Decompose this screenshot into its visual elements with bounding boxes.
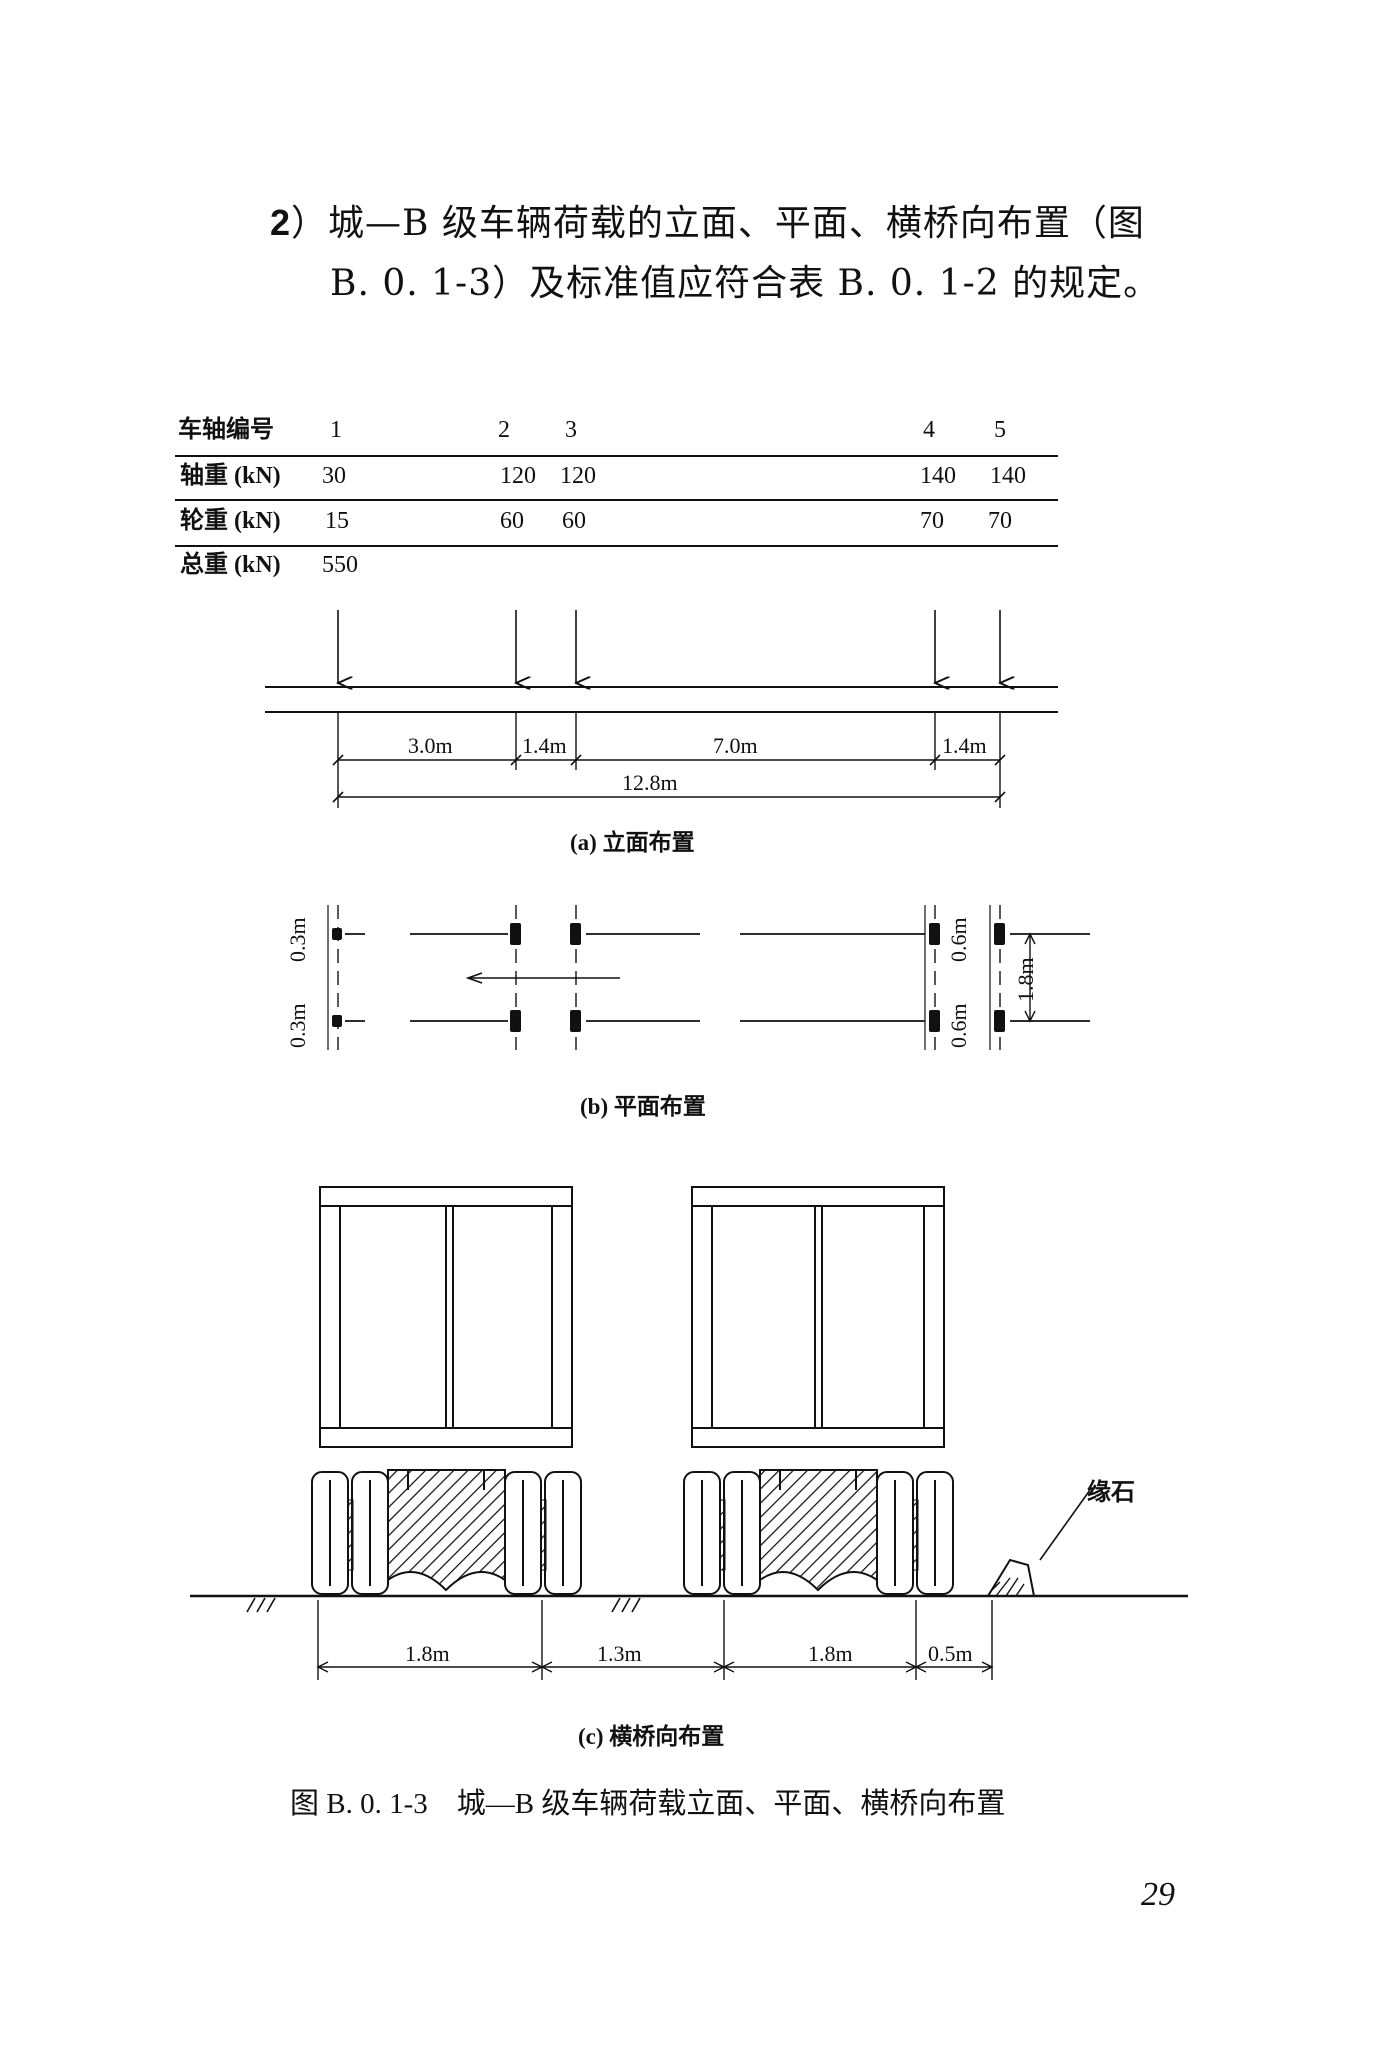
- tire-footprint: [510, 1010, 521, 1032]
- curb-label: 缘石: [1087, 1478, 1135, 1506]
- wheel-weight-5: 70: [988, 508, 1012, 534]
- axle-weight-5: 140: [990, 463, 1026, 489]
- tire-footprint: [929, 1010, 940, 1032]
- total-weight-value: 550: [322, 552, 358, 578]
- axle-weight-4: 140: [920, 463, 956, 489]
- section-number: 2: [270, 202, 292, 243]
- wheel-weight-4: 70: [920, 508, 944, 534]
- plan-dim-0-3m-bottom: 0.3m: [285, 1003, 310, 1048]
- row-total-weight-label: 总重 (kN): [180, 550, 281, 578]
- transverse-diagram: [190, 1186, 1188, 1680]
- tire-footprint: [332, 1015, 342, 1027]
- axle-load-table: 车轴编号 1 2 3 4 5 轴重 (kN) 30 120 120 140 14…: [175, 415, 1058, 578]
- tire-footprint: [510, 923, 521, 945]
- wheel-weight-3: 60: [562, 508, 586, 534]
- figure-caption: 图 B. 0. 1-3 城—B 级车辆荷载立面、平面、横桥向布置: [290, 1787, 1005, 1820]
- section-text-line2: B. 0. 1-3）及标准值应符合表 B. 0. 1-2 的规定。: [330, 253, 1160, 315]
- axle-number-1: 1: [330, 417, 342, 443]
- page-number: 29: [1141, 1876, 1175, 1913]
- trans-dim-1-3m: 1.3m: [597, 1641, 642, 1666]
- plan-dim-0-3m-top: 0.3m: [285, 917, 310, 962]
- plan-dim-0-6m-top: 0.6m: [946, 917, 971, 962]
- tire-footprint: [994, 923, 1005, 945]
- axle-number-3: 3: [565, 417, 577, 443]
- axle-number-2: 2: [498, 417, 510, 443]
- ground-hatch: [246, 1597, 641, 1613]
- elev-dim-1-4m-b: 1.4m: [942, 733, 987, 758]
- axle-weight-2: 120: [500, 463, 536, 489]
- curb-leader: [1039, 1489, 1091, 1561]
- plan-dim-1-8m: 1.8m: [1013, 957, 1038, 1002]
- axle-number-5: 5: [994, 417, 1006, 443]
- table-header-label: 车轴编号: [178, 415, 274, 443]
- axle-weight-3: 120: [560, 463, 596, 489]
- wheel-weight-2: 60: [500, 508, 524, 534]
- trans-dim-1-8m-a: 1.8m: [405, 1641, 450, 1666]
- elev-dim-1-4m-a: 1.4m: [522, 733, 567, 758]
- vehicle-left: [311, 1186, 582, 1595]
- vehicle-right: [683, 1186, 954, 1595]
- section-line1: ）城—B 级车辆荷载的立面、平面、横桥向布置（图: [291, 203, 1145, 244]
- trans-dim-1-8m-b: 1.8m: [808, 1641, 853, 1666]
- axle-weight-1: 30: [322, 463, 346, 489]
- tire-footprint: [332, 928, 342, 940]
- elev-dim-7-0m: 7.0m: [713, 733, 758, 758]
- elev-dim-3-0m: 3.0m: [408, 733, 453, 758]
- plan-caption: (b) 平面布置: [580, 1093, 706, 1119]
- row-wheel-weight-label: 轮重 (kN): [180, 506, 281, 534]
- section-text-line1: 2）城—B 级车辆荷载的立面、平面、横桥向布置（图: [270, 192, 1145, 255]
- elevation-diagram: [265, 610, 1058, 808]
- tire-footprint: [994, 1010, 1005, 1032]
- curb: [987, 1558, 1035, 1597]
- tire-footprint: [570, 923, 581, 945]
- axle-number-4: 4: [923, 417, 935, 443]
- plan-dim-0-6m-bottom: 0.6m: [946, 1003, 971, 1048]
- plan-tire-footprints: [332, 923, 1005, 1032]
- elev-dim-total: 12.8m: [622, 770, 678, 795]
- plan-diagram: [327, 905, 1090, 1050]
- transverse-caption: (c) 横桥向布置: [578, 1723, 724, 1749]
- section-line2: B. 0. 1-3）及标准值应符合表 B. 0. 1-2 的规定。: [330, 263, 1161, 304]
- wheel-weight-1: 15: [325, 508, 349, 534]
- trans-dim-0-5m: 0.5m: [928, 1641, 973, 1666]
- row-axle-weight-label: 轴重 (kN): [180, 461, 281, 489]
- tire-footprint: [929, 923, 940, 945]
- tire-footprint: [570, 1010, 581, 1032]
- elevation-caption: (a) 立面布置: [570, 829, 695, 855]
